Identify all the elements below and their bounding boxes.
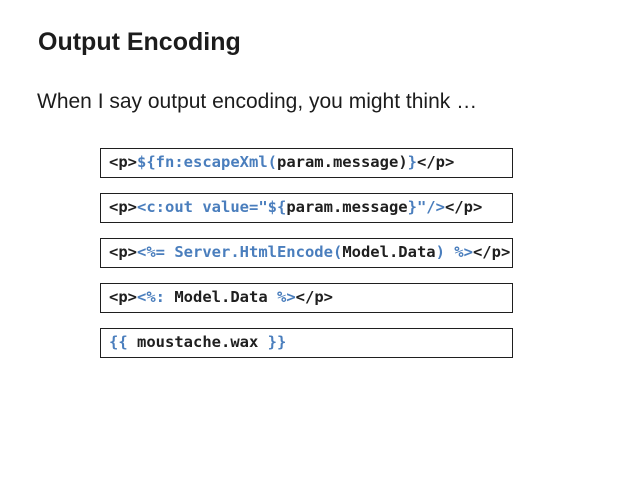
code-segment: {{ [109, 333, 128, 352]
code-segment: ) [398, 153, 408, 172]
code-segment: <p> [109, 153, 137, 172]
code-segment: ${fn:escapeXml( [137, 153, 277, 172]
code-segment: <%: [137, 288, 165, 307]
code-segment: Model.Data [165, 288, 277, 307]
code-box-moustache: {{ moustache.wax }} [100, 328, 513, 358]
code-box-jsp-el-escapexml: <p>${fn:escapeXml(param.message)}</p> [100, 148, 513, 178]
code-box-list: <p>${fn:escapeXml(param.message)}</p><p>… [100, 148, 513, 358]
code-segment: </p> [295, 288, 333, 307]
code-segment: %> [276, 288, 296, 307]
code-segment: <p> [109, 198, 137, 217]
slide-title: Output Encoding [38, 28, 241, 56]
code-segment: ) %> [435, 243, 473, 262]
code-segment: </p> [444, 198, 483, 217]
code-segment: }} [267, 333, 287, 352]
code-segment: }"/> [407, 198, 445, 217]
code-box-aspnet-server-htmlencode: <p><%= Server.HtmlEncode(Model.Data) %><… [100, 238, 513, 268]
code-segment: <c:out value="${ [137, 198, 287, 217]
code-segment: } [407, 153, 417, 172]
code-segment: Model.Data [342, 243, 436, 262]
code-box-aspnet-mvc-colon: <p><%: Model.Data %></p> [100, 283, 513, 313]
code-segment: <p> [109, 243, 137, 262]
code-segment: </p> [417, 153, 455, 172]
code-segment: </p> [472, 243, 511, 262]
code-segment: param.message [276, 153, 399, 172]
code-box-jstl-c-out: <p><c:out value="${param.message}"/></p> [100, 193, 513, 223]
code-segment: <p> [109, 288, 137, 307]
code-segment: param.message [286, 198, 408, 217]
code-segment: moustache.wax [127, 333, 268, 352]
slide-subtitle: When I say output encoding, you might th… [37, 90, 478, 113]
code-segment: <%= Server.HtmlEncode( [137, 243, 343, 262]
